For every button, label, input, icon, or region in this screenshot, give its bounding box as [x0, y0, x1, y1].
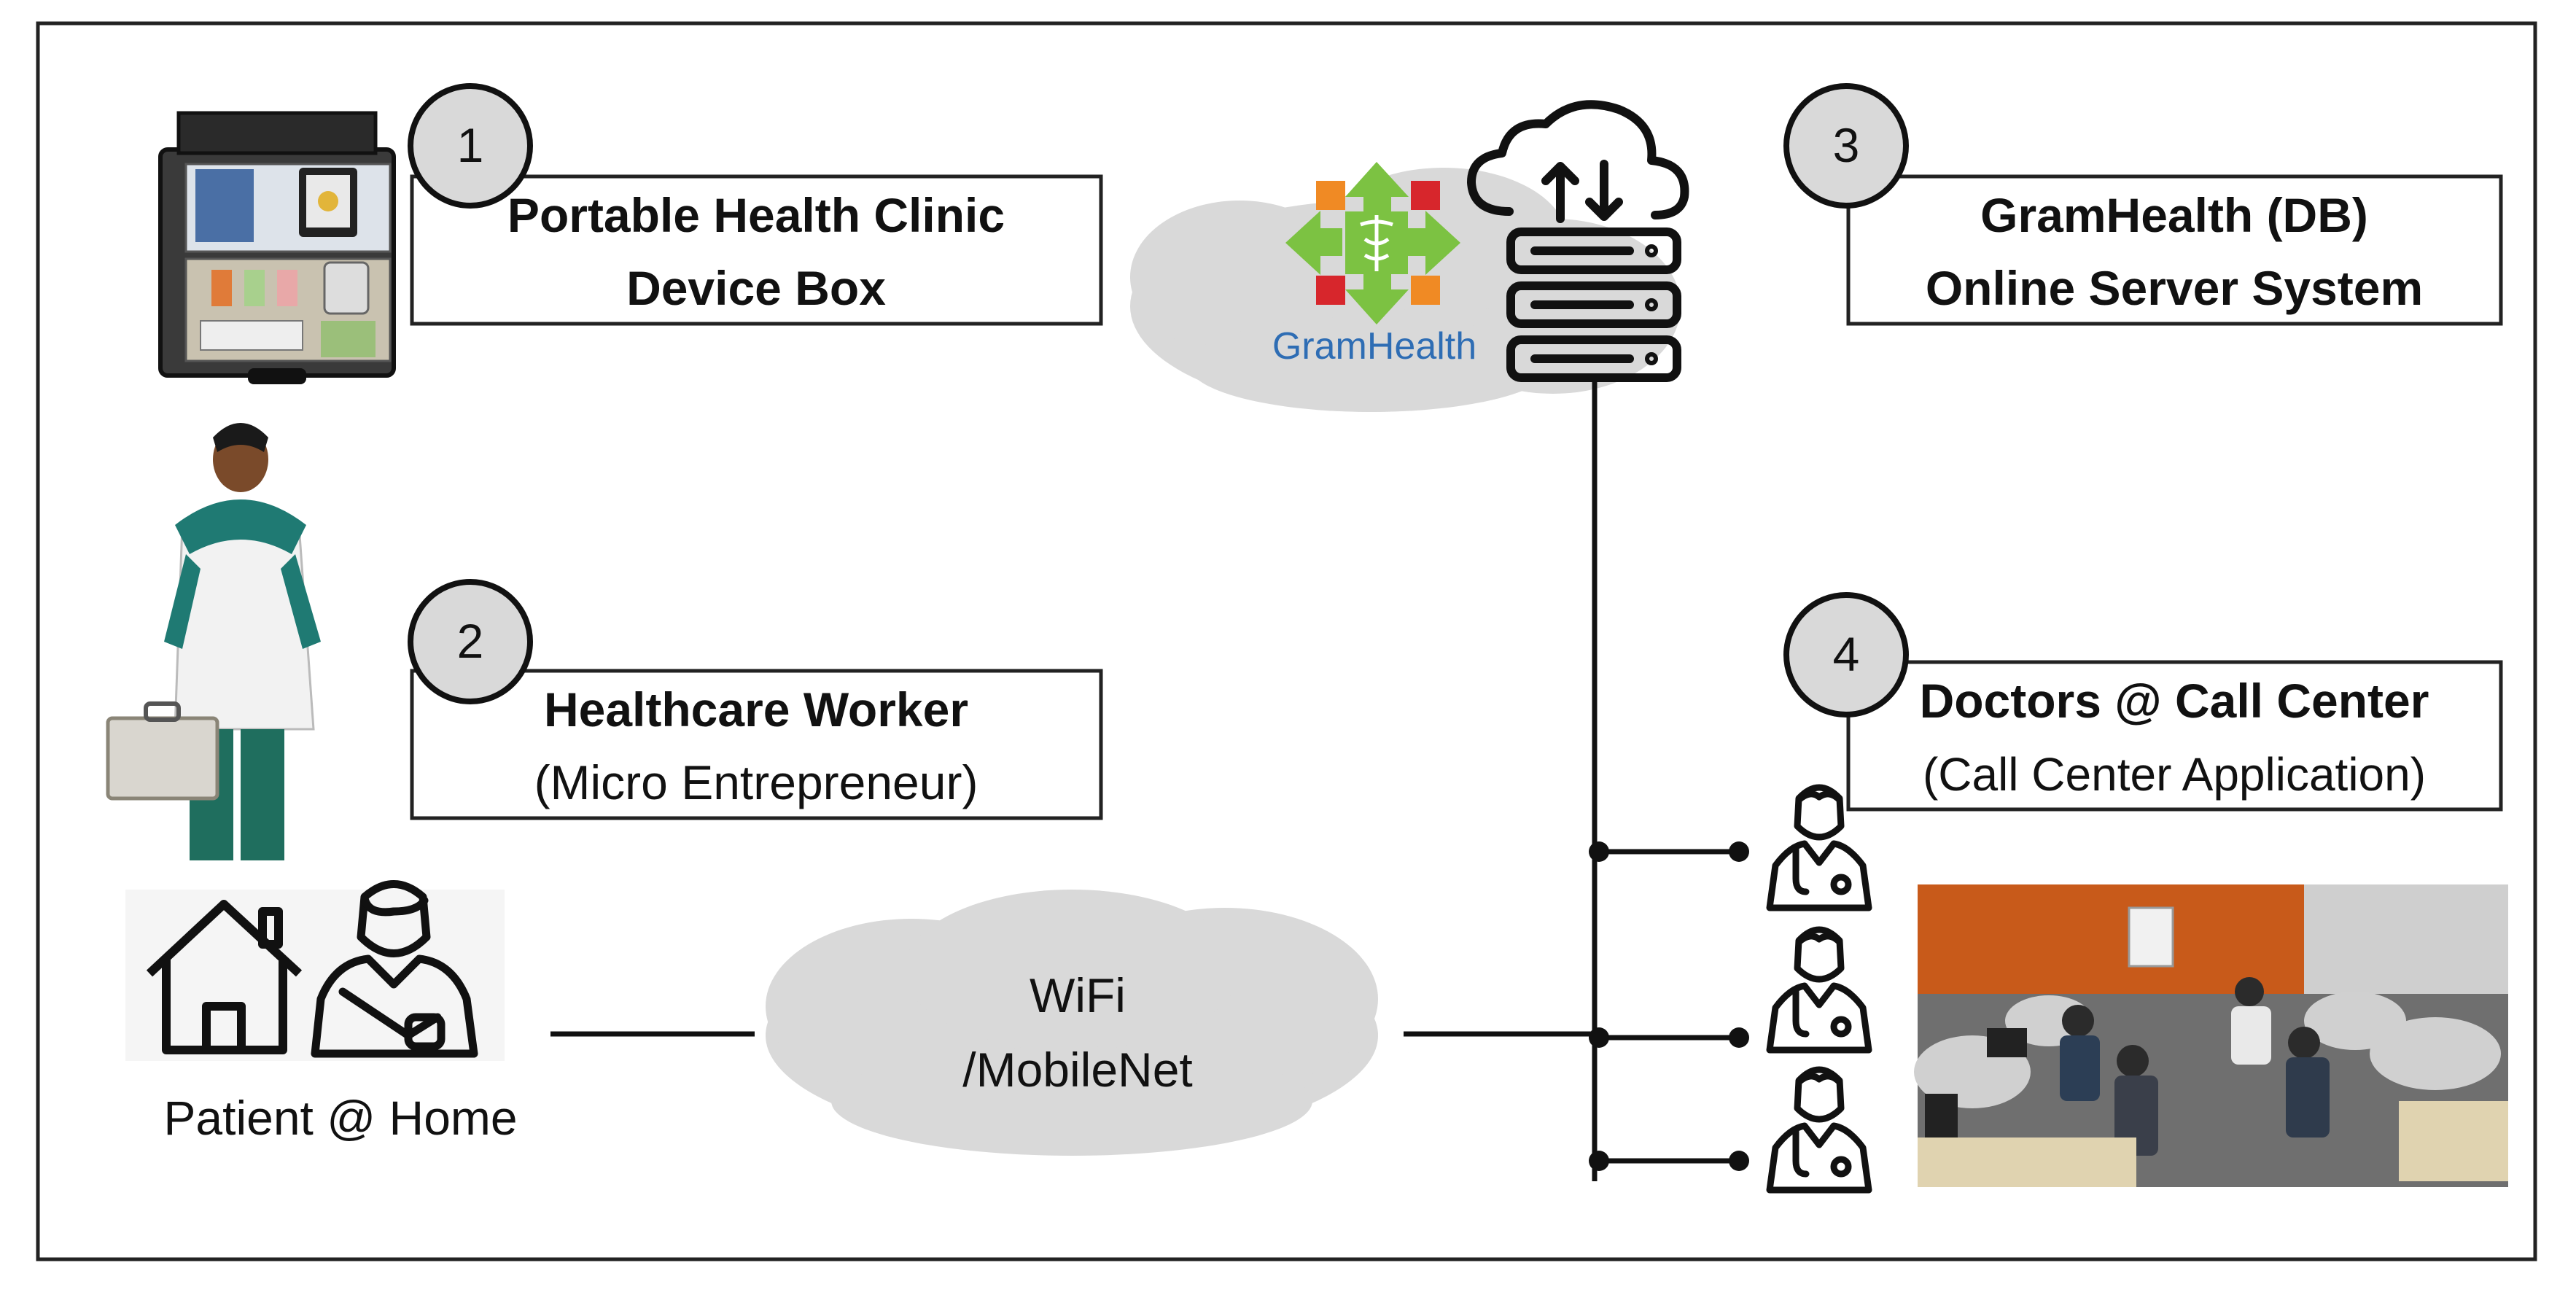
- cloud-server-icon: [1467, 100, 1689, 382]
- doctor-icon: [1766, 1066, 1872, 1194]
- label-box-2-subtitle: (Micro Entrepreneur): [534, 755, 978, 809]
- network-label-line2: /MobileNet: [962, 1043, 1192, 1097]
- label-box-4: Doctors @ Call Center (Call Center Appli…: [1846, 660, 2503, 812]
- patient-icon: [311, 880, 478, 1058]
- network-cloud: [766, 890, 1378, 1156]
- healthcare-worker-image: [106, 423, 321, 860]
- label-box-2: Healthcare Worker (Micro Entrepreneur): [410, 669, 1103, 820]
- network-label-line1: WiFi: [1030, 968, 1126, 1022]
- house-icon: [146, 900, 303, 1054]
- number-badge-1-text: 1: [457, 118, 484, 172]
- number-badge-4: 4: [1783, 592, 1909, 718]
- number-badge-4-text: 4: [1833, 627, 1860, 681]
- label-box-2-title: Healthcare Worker: [544, 682, 968, 736]
- doctor-icons: [1766, 784, 1872, 1194]
- label-box-3: GramHealth (DB) Online Server System: [1846, 174, 2503, 326]
- number-badge-3-text: 3: [1833, 118, 1860, 172]
- number-badge-2-text: 2: [457, 614, 484, 668]
- number-badge-2: 2: [408, 579, 533, 704]
- patient-label: Patient @ Home: [163, 1091, 517, 1145]
- label-box-1-title: Portable Health Clinic: [507, 188, 1005, 242]
- gramhealth-logo: GramHealth: [1272, 162, 1476, 368]
- doctor-icon: [1766, 926, 1872, 1054]
- label-box-3-title: GramHealth (DB): [1980, 188, 2368, 242]
- device-box-image: [158, 111, 396, 384]
- label-box-4-subtitle: (Call Center Application): [1923, 748, 2426, 801]
- patient-home-icons: [125, 880, 505, 1061]
- label-box-3-subtitle: Online Server System: [1926, 261, 2423, 315]
- number-badge-3: 3: [1783, 83, 1909, 209]
- label-box-1: Portable Health Clinic Device Box: [410, 174, 1103, 326]
- number-badge-1: 1: [408, 83, 533, 209]
- gramhealth-logo-text: GramHealth: [1272, 325, 1476, 368]
- doctor-icon: [1766, 784, 1872, 911]
- label-box-1-subtitle: Device Box: [626, 261, 886, 315]
- label-box-4-title: Doctors @ Call Center: [1920, 674, 2429, 728]
- connection-lines: [550, 376, 1739, 1181]
- call-center-photo: [1914, 884, 2508, 1187]
- connection-dots: [1589, 841, 1749, 1171]
